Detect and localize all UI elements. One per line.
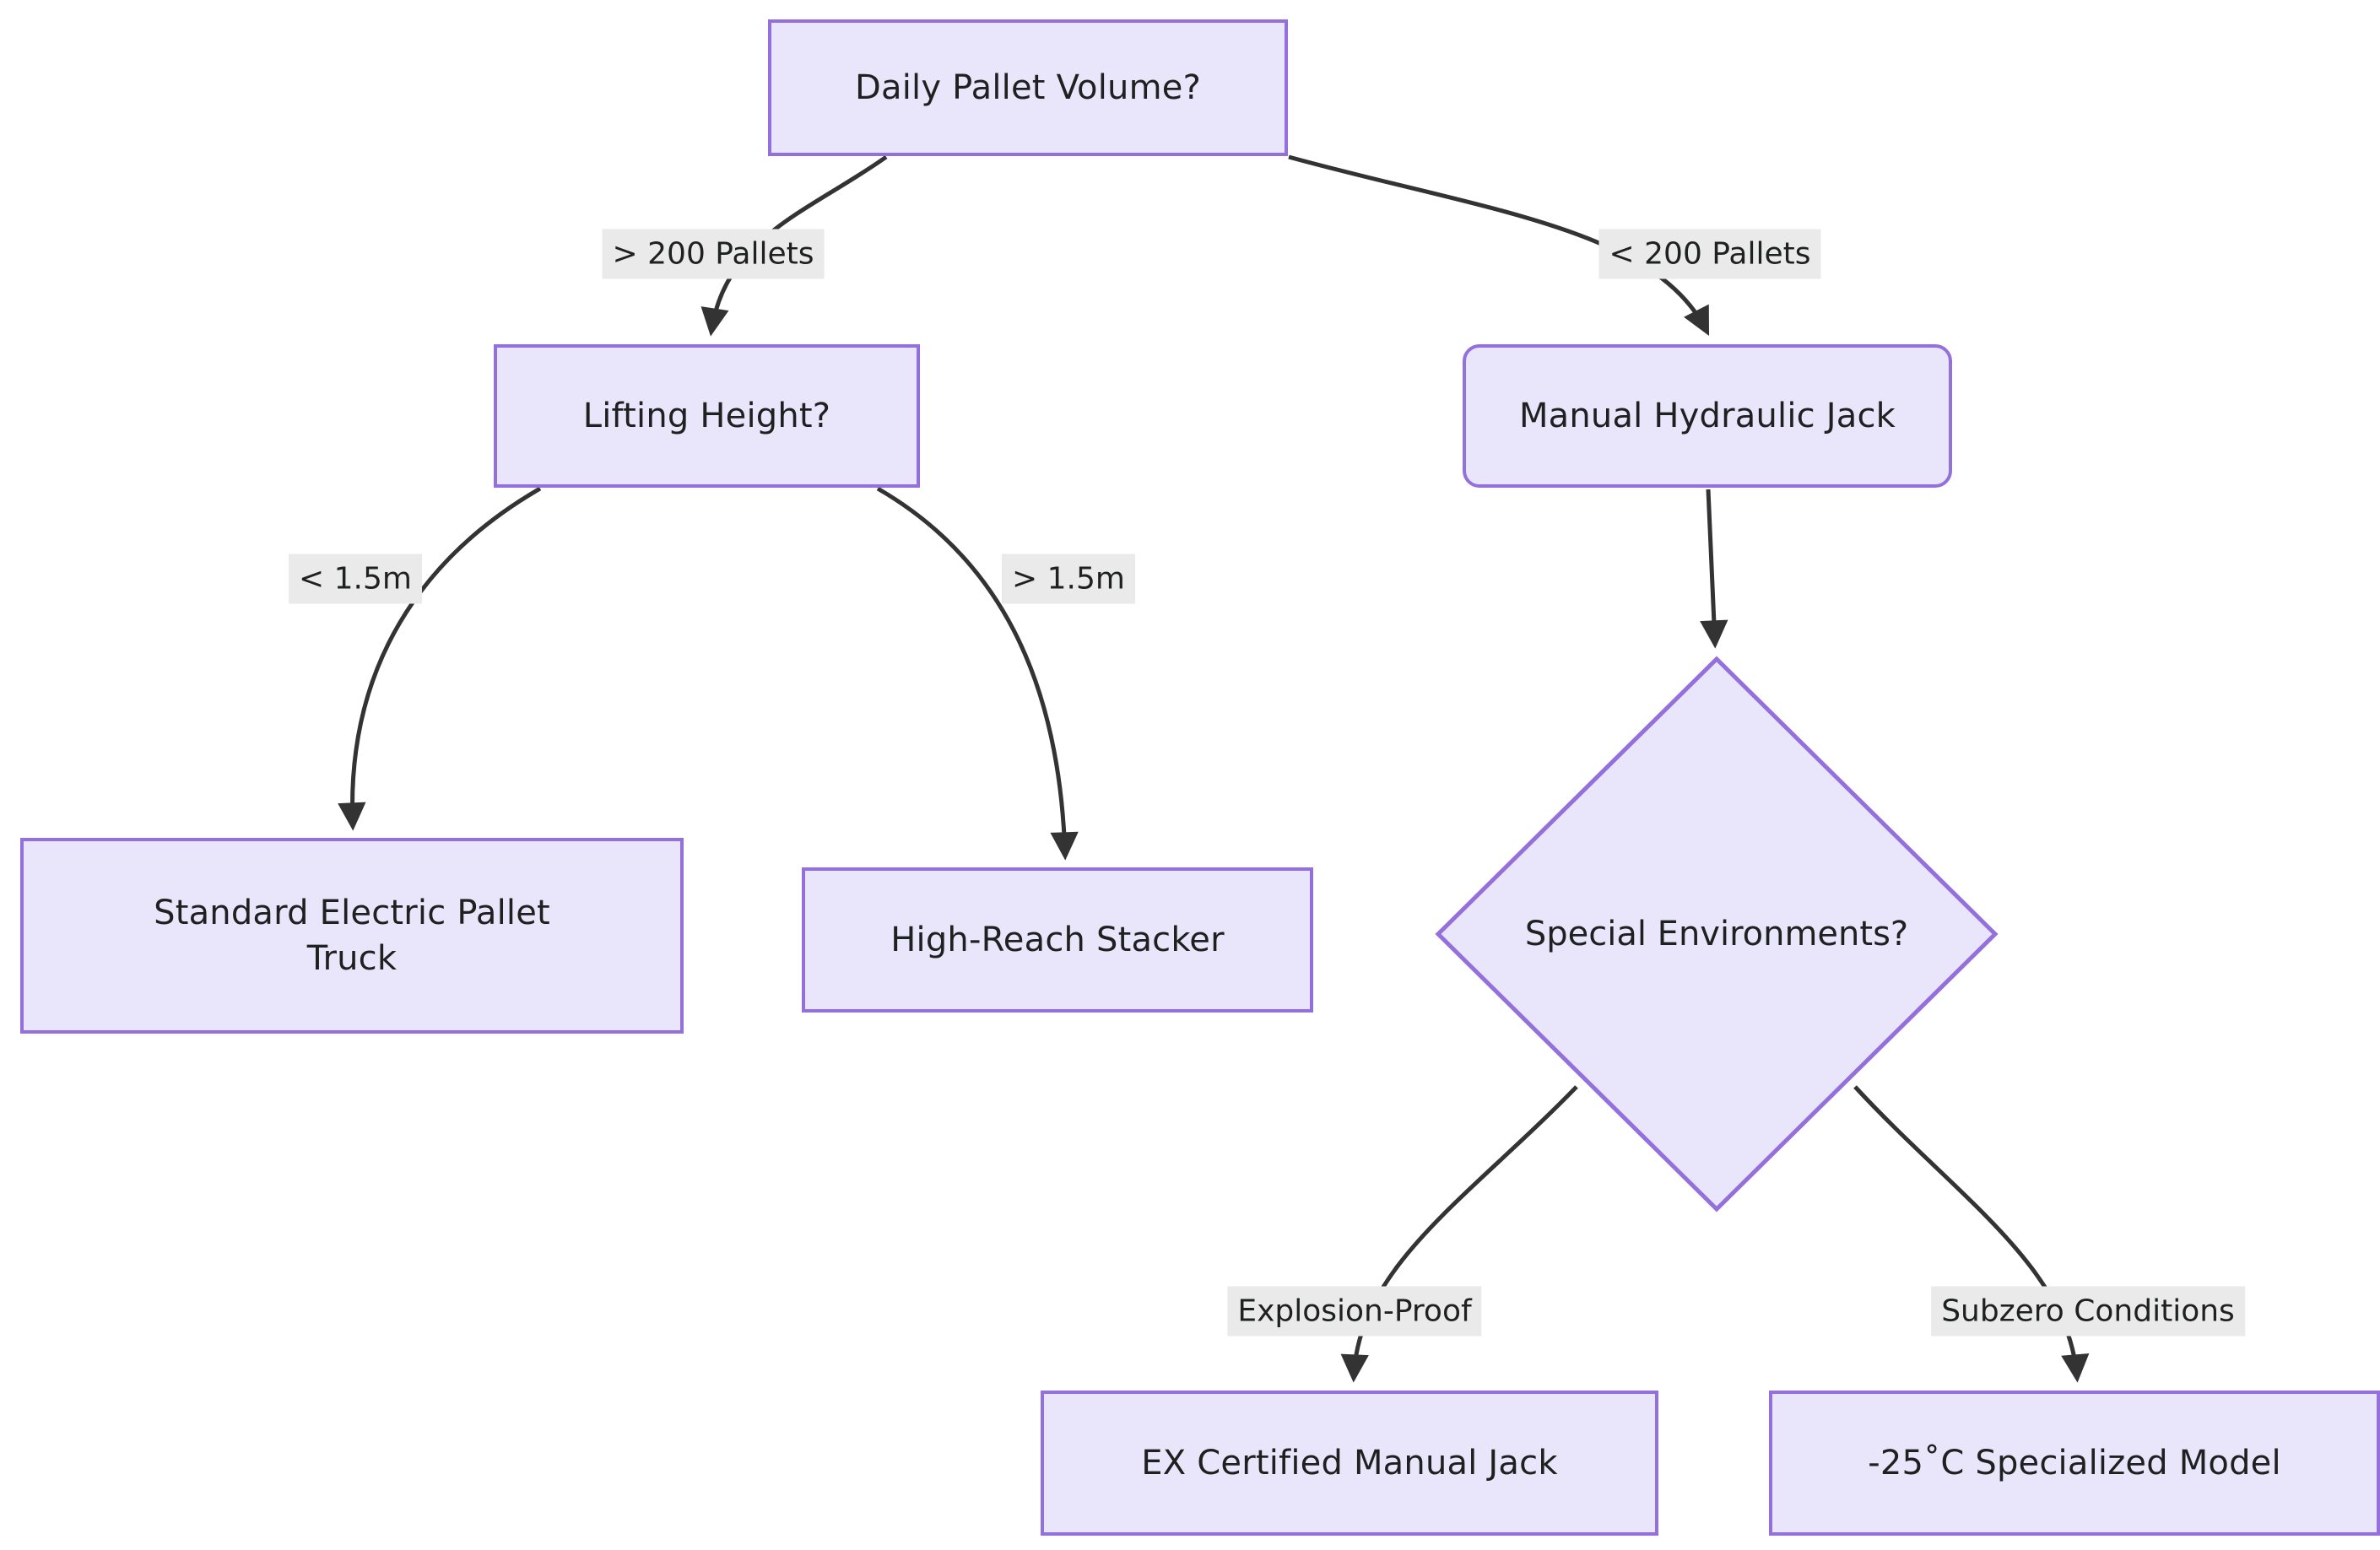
node-manual-hydraulic-jack[interactable]: Manual Hydraulic Jack (1463, 344, 1952, 488)
edge-label-greater-200-pallets: > 200 Pallets (602, 229, 825, 279)
node-label: -25˚C Specialized Model (1868, 1444, 2281, 1482)
node-high-reach-stacker[interactable]: High-Reach Stacker (802, 867, 1313, 1013)
edge-label-subzero-conditions: Subzero Conditions (1931, 1286, 2245, 1337)
edge-label-less-200-pallets: < 200 Pallets (1598, 229, 1821, 279)
diamond-shape (1435, 656, 1999, 1212)
node-label: Daily Pallet Volume? (855, 68, 1201, 107)
node-label: High-Reach Stacker (890, 921, 1225, 959)
edge-lift-to-stacker (876, 486, 1079, 861)
node-subzero-specialized-model[interactable]: -25˚C Specialized Model (1769, 1391, 2380, 1536)
node-label: Lifting Height? (582, 397, 831, 435)
node-lifting-height[interactable]: Lifting Height? (494, 344, 920, 488)
edge-label-greater-1-5m: > 1.5m (1002, 554, 1135, 604)
node-label: Standard Electric Pallet Truck (154, 894, 550, 978)
node-daily-pallet-volume[interactable]: Daily Pallet Volume? (768, 19, 1288, 156)
edge-label-explosion-proof: Explosion-Proof (1227, 1286, 1482, 1337)
edge-label-less-1-5m: < 1.5m (289, 554, 422, 604)
node-ex-certified-manual-jack[interactable]: EX Certified Manual Jack (1041, 1391, 1658, 1536)
node-special-environments[interactable]: Special Environments? (1435, 656, 1999, 1212)
edge-manual-to-special (1700, 489, 1728, 649)
node-label: Special Environments? (1524, 915, 1909, 953)
edge-lift-to-standard (338, 486, 542, 831)
node-label: Manual Hydraulic Jack (1518, 397, 1896, 435)
node-standard-electric-pallet-truck[interactable]: Standard Electric Pallet Truck (20, 838, 684, 1034)
node-label: EX Certified Manual Jack (1141, 1444, 1558, 1482)
